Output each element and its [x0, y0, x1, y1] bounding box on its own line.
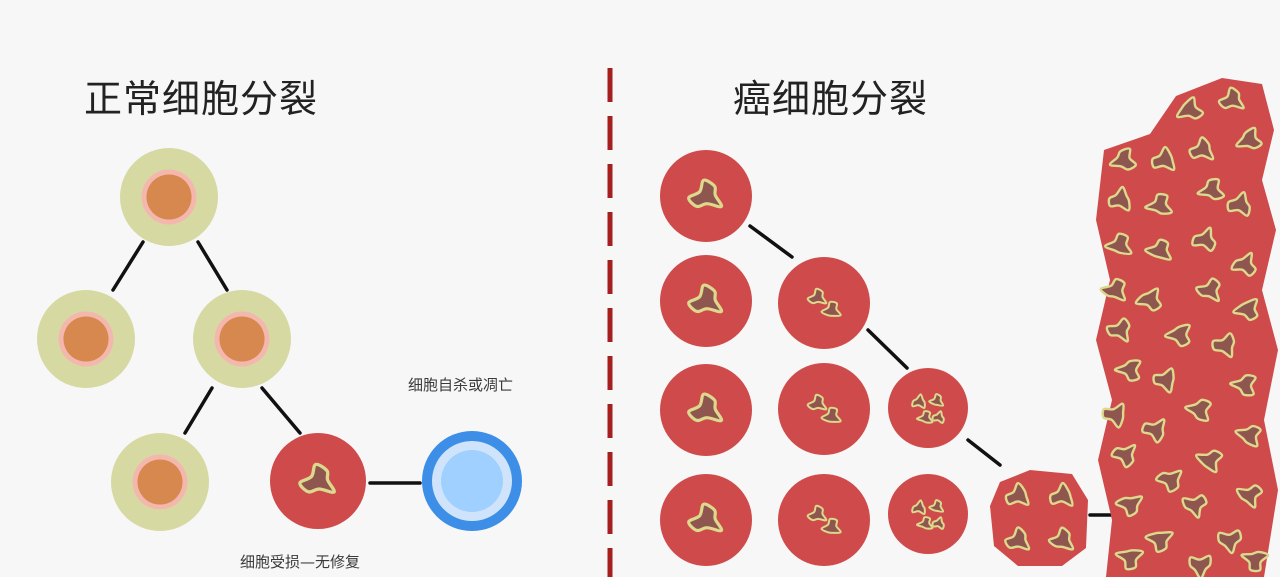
cancer-cell: [888, 368, 968, 448]
cell-death-label: 细胞自杀或凋亡: [408, 376, 514, 394]
normal-cell-child: [37, 290, 135, 388]
connector-line: [748, 224, 794, 259]
normal-cell-parent: [120, 148, 218, 246]
cancer-cell: [888, 474, 968, 554]
cancer-cell: [778, 257, 870, 349]
cancer-division-title: 癌细胞分裂: [733, 77, 929, 121]
cancer-cell: [778, 363, 870, 455]
cancer-cell: [660, 364, 752, 456]
cancer-cell: [660, 255, 752, 347]
normal-cell-child: [193, 290, 291, 388]
connector-line: [196, 240, 229, 292]
connector-line: [111, 240, 145, 292]
damaged-cell: [270, 433, 366, 529]
connector-line: [866, 328, 909, 370]
tumor-cluster-small: [990, 470, 1088, 566]
tumor-mass: [1096, 78, 1278, 577]
cancer-cell: [660, 474, 752, 566]
normal-cell-grandchild: [111, 433, 209, 531]
connector-line: [183, 386, 214, 435]
cancer-cell: [660, 150, 752, 242]
connector-line: [966, 438, 1002, 467]
cell-damage-label: 细胞受损—无修复: [240, 553, 361, 571]
apoptosis-cell: [422, 431, 522, 531]
normal-division-title: 正常细胞分裂: [84, 77, 319, 121]
connector-line: [260, 386, 302, 435]
cancer-cell: [778, 474, 870, 566]
